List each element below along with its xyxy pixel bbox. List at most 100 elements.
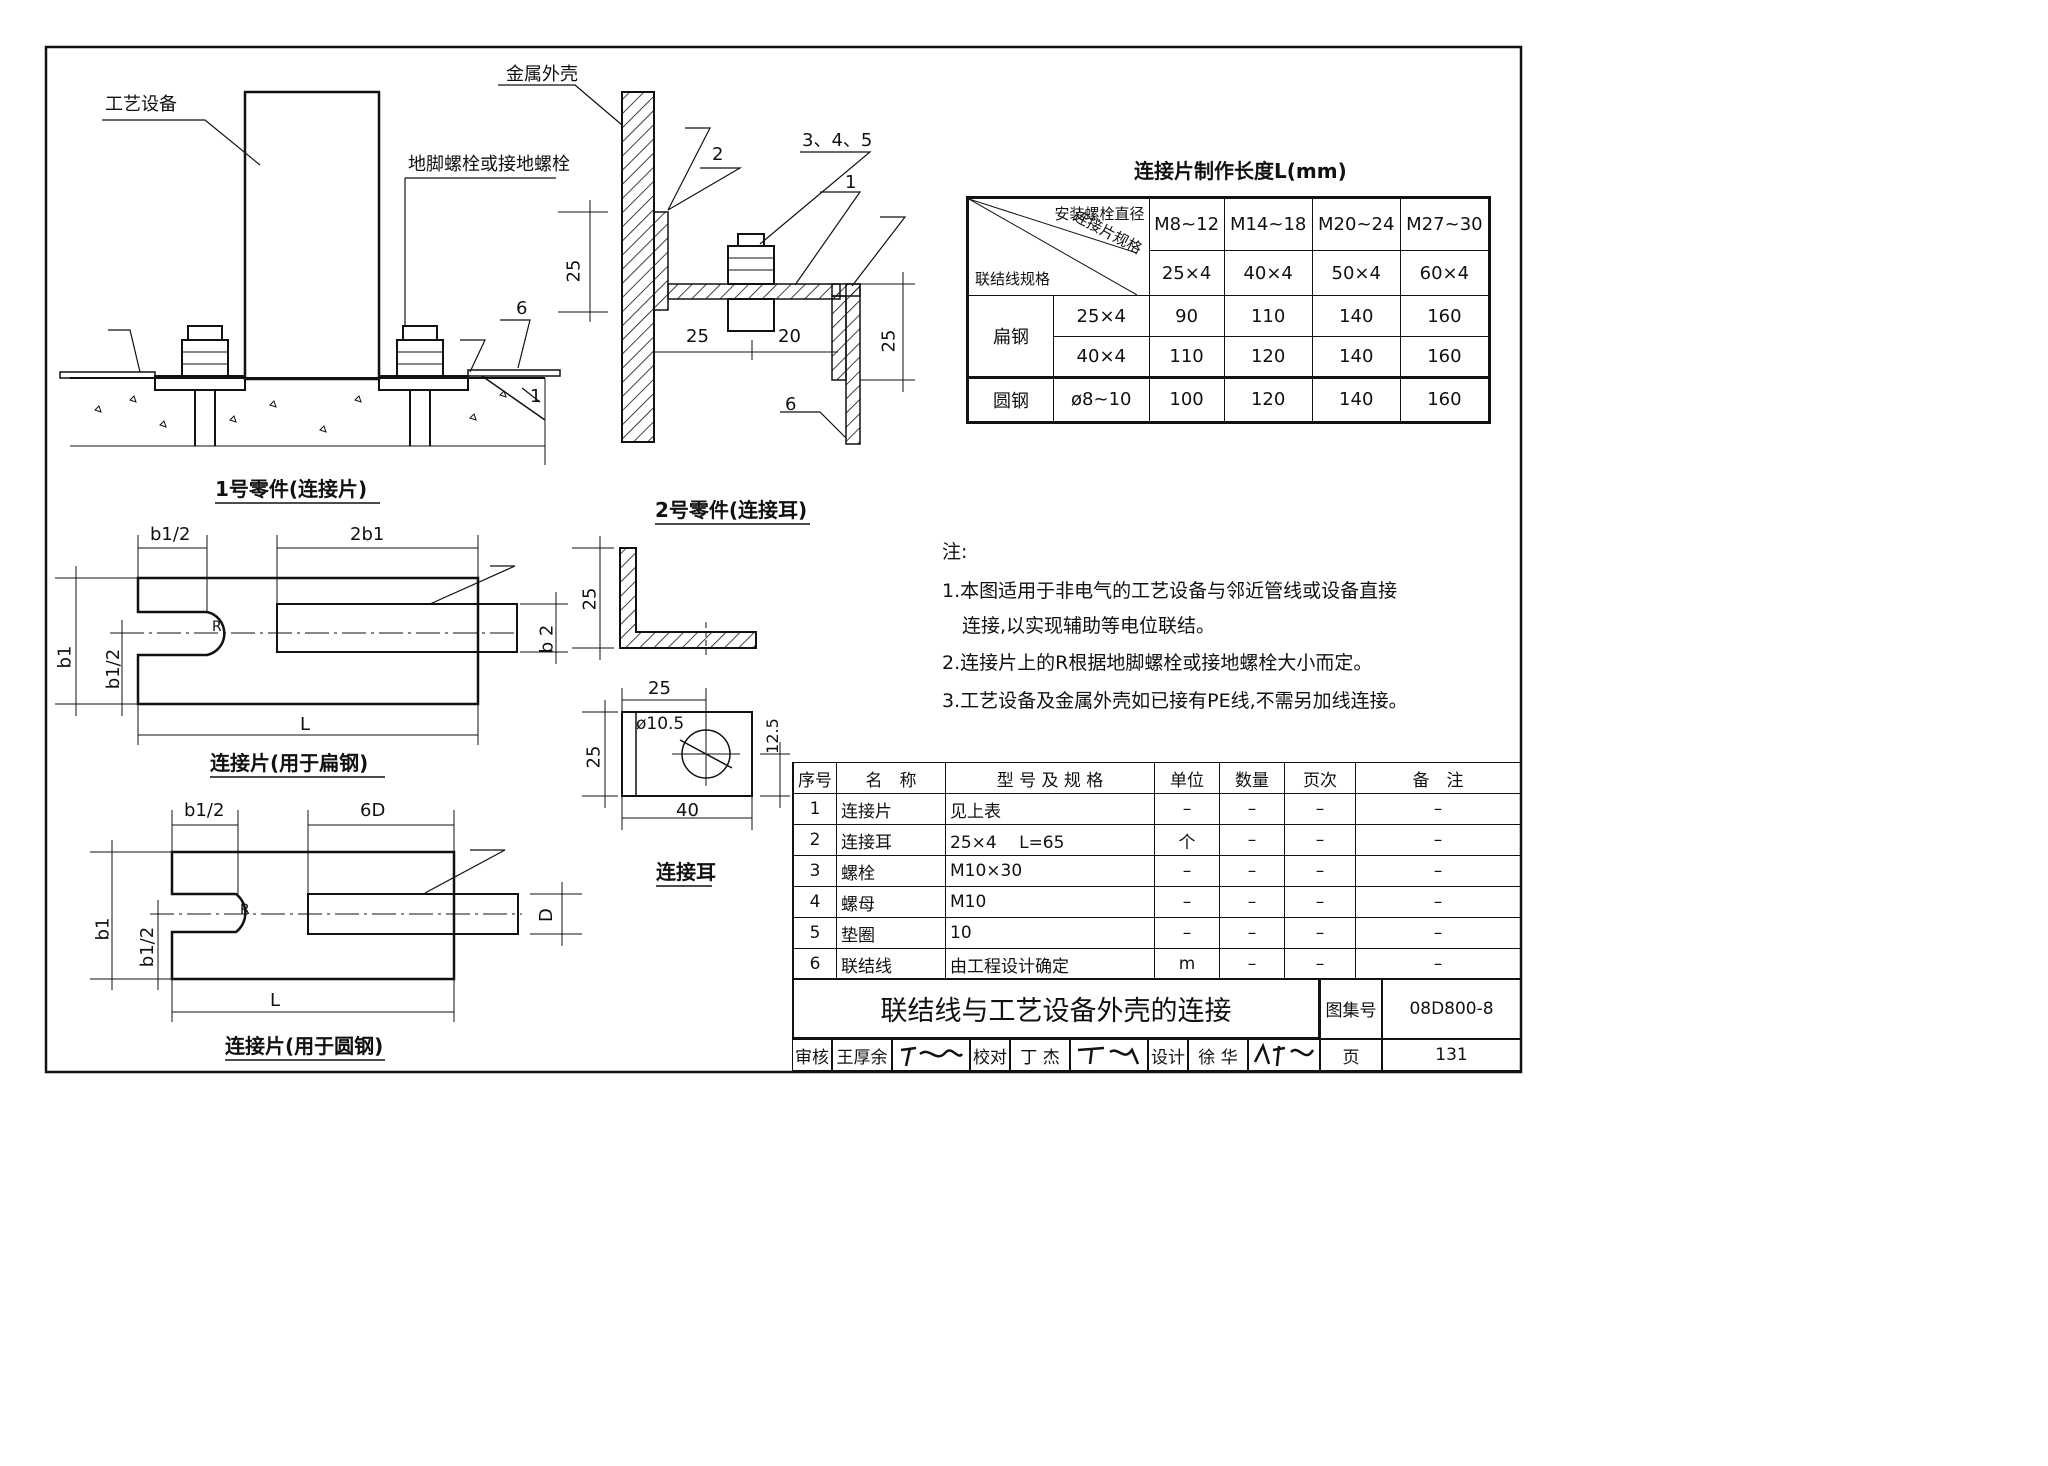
bom-cell: 连接片	[836, 793, 946, 825]
page-label: 页	[1320, 1039, 1382, 1071]
bom-cell: –	[1154, 917, 1220, 949]
bom-header: 单位	[1154, 762, 1220, 794]
table-cell: 160	[1399, 295, 1491, 338]
bom-table: 序号 名 称 型 号 及 规 格 单位 数量 页次 备 注 1 连接片 见上表 …	[792, 762, 1521, 980]
round-plate-title: 连接片(用于圆钢)	[225, 1034, 384, 1058]
row-spec: ø8~10	[1053, 376, 1150, 424]
signature-icon	[1253, 1042, 1315, 1067]
bom-cell: –	[1284, 917, 1356, 949]
design-label: 设计	[1148, 1039, 1188, 1071]
table-cell: 90	[1148, 295, 1225, 338]
callout-1-install: 1	[530, 386, 542, 407]
note-item: 连接,以实现辅助等电位联结。	[962, 615, 1216, 637]
bom-cell: 3	[792, 855, 837, 887]
bolt-range: M14~18	[1223, 196, 1313, 252]
table-cell: 160	[1399, 336, 1491, 378]
dim-b1-half-flat: b1/2	[103, 648, 125, 690]
bom-cell: 6	[792, 948, 837, 980]
note-item: 1.本图适用于非电气的工艺设备与邻近管线或设备直接	[942, 580, 1398, 602]
bom-header: 序号	[792, 762, 837, 794]
table-cell: 100	[1148, 376, 1225, 424]
dim-phi: ø10.5	[636, 714, 685, 734]
row-spec: 40×4	[1053, 336, 1150, 378]
bom-cell: –	[1219, 948, 1285, 980]
bom-cell: 联结线	[836, 948, 946, 980]
signature-icon	[1077, 1046, 1140, 1065]
bom-cell: –	[1219, 855, 1285, 887]
bom-cell: –	[1219, 917, 1285, 949]
dim-b1-flat: b1	[54, 645, 76, 669]
note-item: 2.连接片上的R根据地脚螺栓或接地螺栓大小而定。	[942, 652, 1373, 674]
bom-cell: M10×30	[945, 855, 1155, 887]
bom-cell: –	[1355, 793, 1521, 825]
dim-25-ear-v2: 25	[583, 745, 605, 769]
callout-345: 3、4、5	[802, 130, 873, 151]
installation-view	[59, 90, 561, 504]
bom-cell: –	[1284, 948, 1356, 980]
drawing-sheet	[44, 45, 1523, 1074]
designer-signature	[1248, 1039, 1320, 1071]
designer-name: 徐 华	[1188, 1039, 1248, 1071]
bom-cell: 10	[945, 917, 1155, 949]
bom-cell: –	[1355, 824, 1521, 856]
part2-title: 2号零件(连接耳)	[655, 498, 808, 522]
dim-25-ear-h: 25	[648, 678, 671, 699]
label-anchor-bolt: 地脚螺栓或接地螺栓	[408, 154, 570, 175]
bom-cell: 25×4 L=65	[945, 824, 1155, 856]
atlas-number: 08D800-8	[1382, 978, 1521, 1039]
note-item: 3.工艺设备及金属外壳如已接有PE线,不需另加线连接。	[942, 690, 1408, 712]
dim-b1-half-top: b1/2	[150, 524, 191, 545]
group-flat: 扁钢	[967, 295, 1054, 378]
drawing-title: 联结线与工艺设备外壳的连接	[792, 978, 1320, 1039]
bom-header: 页次	[1284, 762, 1356, 794]
bom-row: 1 连接片 见上表 – – – –	[792, 793, 1521, 825]
signature-icon	[900, 1046, 964, 1067]
table-cell: 140	[1311, 295, 1401, 338]
ear-drawing	[572, 523, 810, 887]
plate-spec: 25×4	[1148, 250, 1225, 297]
check-label: 校对	[970, 1039, 1010, 1071]
dim-20: 20	[778, 326, 801, 347]
bolt-range: M20~24	[1311, 196, 1401, 252]
bom-cell: 螺栓	[836, 855, 946, 887]
bom-cell: 5	[792, 917, 837, 949]
part1-title: 1号零件(连接片)	[215, 477, 368, 501]
bom-cell: –	[1219, 824, 1285, 856]
diag-top-label: 安装螺栓直径	[1054, 205, 1145, 223]
bom-cell: –	[1284, 824, 1356, 856]
dim-R-flat: R	[212, 619, 222, 635]
diagonal-lines	[969, 199, 1137, 295]
dim-25-ear-v: 25	[579, 587, 601, 611]
plate-spec: 60×4	[1399, 250, 1491, 297]
page-number: 131	[1382, 1039, 1521, 1071]
table-cell: 160	[1399, 376, 1491, 424]
review-label: 审核	[792, 1039, 832, 1071]
checker-name: 丁 杰	[1010, 1039, 1070, 1071]
round-plate-drawing	[90, 810, 582, 1061]
bom-header: 备 注	[1355, 762, 1521, 794]
dim-D: D	[535, 908, 557, 922]
bom-cell: –	[1355, 948, 1521, 980]
bom-header: 名 称	[836, 762, 946, 794]
bolt-range: M8~12	[1148, 196, 1225, 252]
bolt-range: M27~30	[1399, 196, 1491, 252]
bom-cell: m	[1154, 948, 1220, 980]
bom-header: 数量	[1219, 762, 1285, 794]
dim-25-h: 25	[686, 326, 709, 347]
diag-bottom-label: 联结线规格	[975, 270, 1051, 289]
bom-cell: 垫圈	[836, 917, 946, 949]
dim-R-round: R	[240, 902, 250, 918]
table-diagonal-header: 安装螺栓直径 连接片规格 联结线规格	[967, 196, 1150, 297]
group-round: 圆钢	[967, 376, 1054, 424]
dim-12-5: 12.5	[762, 718, 782, 754]
length-table-title: 连接片制作长度L(mm)	[1134, 159, 1347, 183]
shell-connection-detail	[498, 84, 915, 445]
table-cell: 140	[1311, 336, 1401, 378]
checker-signature	[1070, 1039, 1148, 1071]
bom-cell: 见上表	[945, 793, 1155, 825]
reviewer-signature	[892, 1039, 970, 1071]
dim-b1-half-round: b1/2	[184, 800, 225, 821]
bom-cell: –	[1355, 855, 1521, 887]
bom-cell: –	[1219, 886, 1285, 918]
table-cell: 120	[1223, 336, 1313, 378]
